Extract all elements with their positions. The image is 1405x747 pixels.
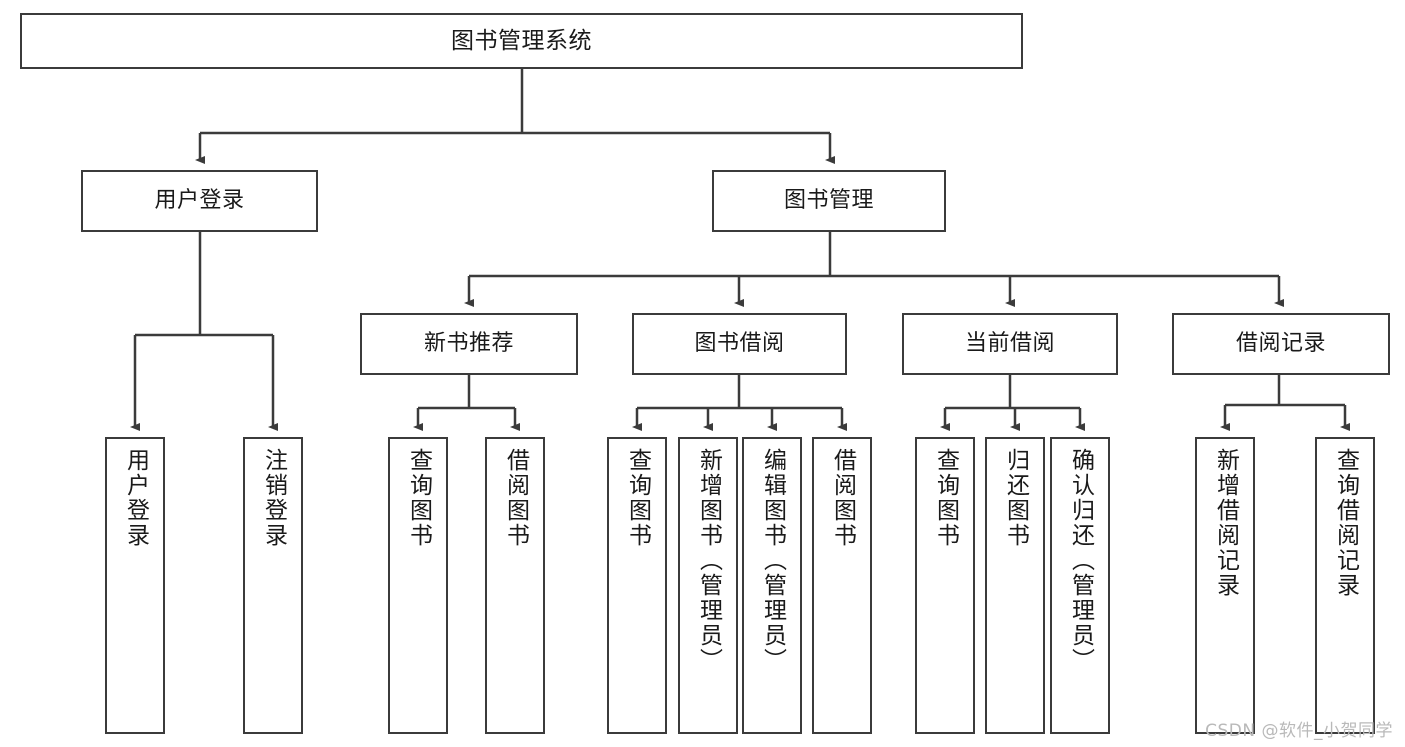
node-book-borrow-label: 图书借阅 — [694, 331, 785, 356]
node-root[interactable]: 图书管理系统 — [20, 13, 1023, 69]
node-borrow-record[interactable]: 借阅记录 — [1172, 313, 1390, 375]
node-current-borrow[interactable]: 当前借阅 — [902, 313, 1118, 375]
leaf-label: 新增图书（管理员） — [695, 448, 722, 673]
leaf-user-login-login[interactable]: 用户登录 — [105, 437, 165, 734]
node-book-management[interactable]: 图书管理 — [712, 170, 946, 232]
leaf-user-login-logout[interactable]: 注销登录 — [243, 437, 303, 734]
leaf-label: 查询借阅记录 — [1332, 448, 1359, 598]
node-borrow-record-label: 借阅记录 — [1235, 331, 1326, 356]
watermark-text: CSDN @软件_小贺同学 — [1205, 721, 1393, 741]
leaf-new-book-query[interactable]: 查询图书 — [388, 437, 448, 734]
leaf-book-borrow-edit[interactable]: 编辑图书（管理员） — [742, 437, 802, 734]
leaf-new-book-borrow[interactable]: 借阅图书 — [485, 437, 545, 734]
leaf-borrow-record-query[interactable]: 查询借阅记录 — [1315, 437, 1375, 734]
leaf-label: 借阅图书 — [829, 448, 856, 548]
leaf-label: 查询图书 — [405, 448, 432, 548]
node-current-borrow-label: 当前借阅 — [964, 331, 1055, 356]
leaf-current-borrow-confirm-return[interactable]: 确认归还（管理员） — [1050, 437, 1110, 734]
leaf-book-borrow-borrow[interactable]: 借阅图书 — [812, 437, 872, 734]
leaf-label: 查询图书 — [932, 448, 959, 548]
node-user-login-label: 用户登录 — [154, 188, 245, 213]
node-book-management-label: 图书管理 — [783, 188, 874, 213]
node-new-book-recommend-label: 新书推荐 — [423, 331, 514, 356]
leaf-label: 编辑图书（管理员） — [759, 448, 786, 673]
leaf-current-borrow-return[interactable]: 归还图书 — [985, 437, 1045, 734]
leaf-borrow-record-add[interactable]: 新增借阅记录 — [1195, 437, 1255, 734]
leaf-book-borrow-query[interactable]: 查询图书 — [607, 437, 667, 734]
leaf-book-borrow-add[interactable]: 新增图书（管理员） — [678, 437, 738, 734]
node-root-label: 图书管理系统 — [451, 27, 592, 54]
leaf-label: 注销登录 — [260, 448, 287, 548]
leaf-label: 确认归还（管理员） — [1067, 448, 1094, 673]
leaf-label: 归还图书 — [1002, 448, 1029, 548]
node-new-book-recommend[interactable]: 新书推荐 — [360, 313, 578, 375]
leaf-label: 新增借阅记录 — [1212, 448, 1239, 598]
node-book-borrow[interactable]: 图书借阅 — [632, 313, 847, 375]
leaf-current-borrow-query[interactable]: 查询图书 — [915, 437, 975, 734]
leaf-label: 用户登录 — [122, 448, 149, 548]
leaf-label: 查询图书 — [624, 448, 651, 548]
node-user-login[interactable]: 用户登录 — [81, 170, 318, 232]
leaf-label: 借阅图书 — [502, 448, 529, 548]
